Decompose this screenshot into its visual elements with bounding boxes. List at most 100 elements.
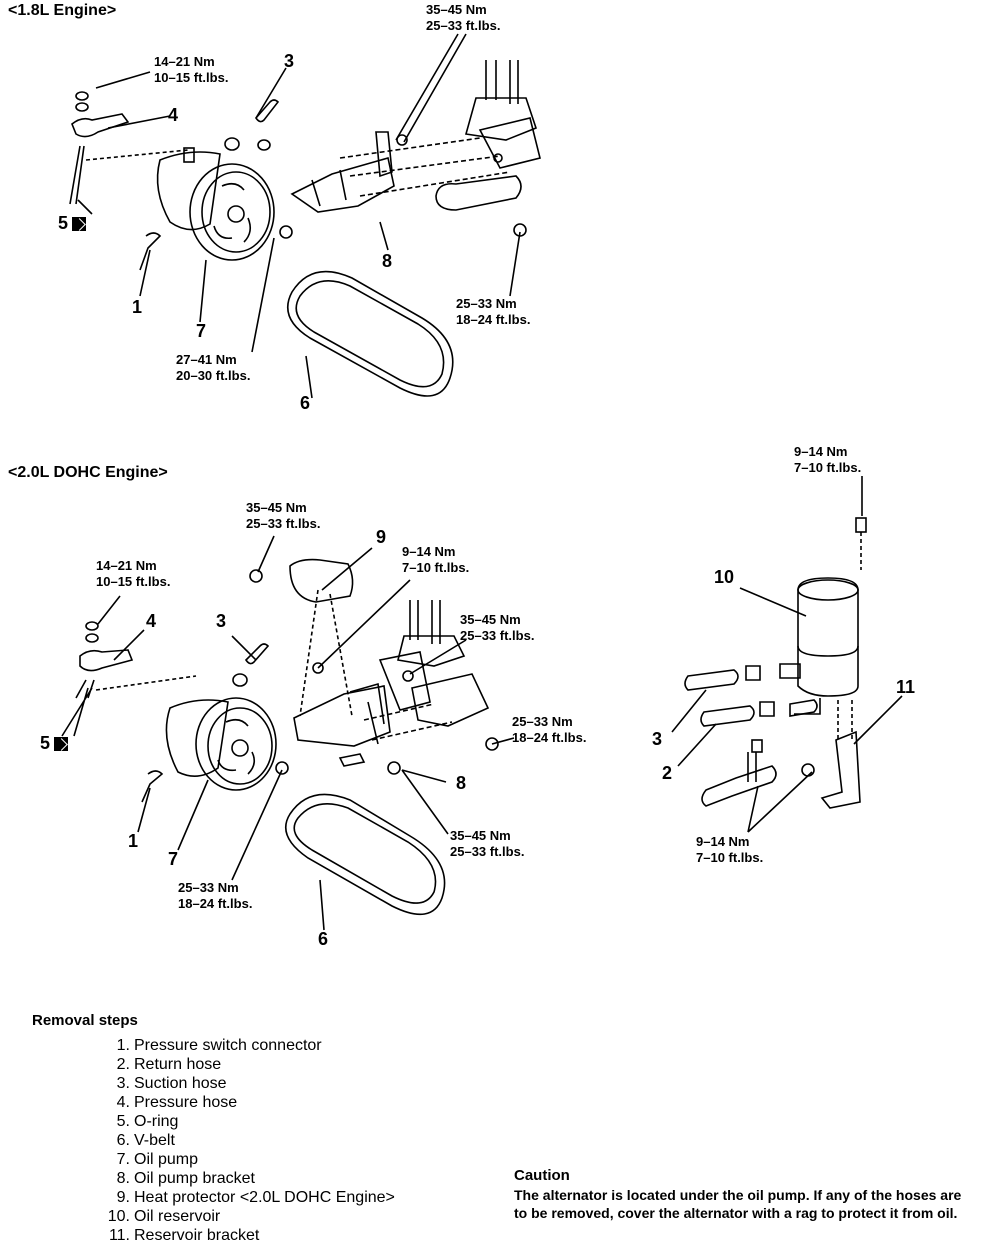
callout-3: 3 bbox=[652, 729, 663, 749]
torque-nm: 35–45 Nm bbox=[426, 2, 487, 17]
step-number: 4. bbox=[116, 1094, 130, 1111]
torque-ftlbs: 25–33 ft.lbs. bbox=[246, 516, 321, 531]
step-text: Return hose bbox=[134, 1056, 222, 1073]
step-text: Oil pump bracket bbox=[134, 1170, 255, 1187]
callout-5: 5 bbox=[58, 214, 87, 232]
torque-nm: 35–45 Nm bbox=[460, 612, 521, 627]
step-text: Pressure switch connector bbox=[134, 1037, 322, 1054]
removal-steps-title: Removal steps bbox=[32, 1012, 138, 1029]
torque-label: 27–41 Nm 20–30 ft.lbs. bbox=[176, 352, 250, 384]
pump-assembly-2-0l bbox=[61, 535, 515, 931]
callout-4: 4 bbox=[146, 611, 157, 631]
torque-ftlbs: 7–10 ft.lbs. bbox=[402, 560, 470, 575]
torque-label: 9–14 Nm 7–10 ft.lbs. bbox=[696, 834, 763, 866]
step-number: 9. bbox=[116, 1189, 130, 1206]
step-number: 5. bbox=[116, 1113, 130, 1130]
step-number: 1. bbox=[116, 1037, 130, 1054]
callout-3: 3 bbox=[216, 611, 227, 631]
step-number: 10. bbox=[107, 1208, 130, 1225]
removal-step: 11.Reservoir bracket bbox=[96, 1226, 395, 1245]
callout-2: 2 bbox=[662, 763, 673, 783]
removal-step: 1.Pressure switch connector bbox=[96, 1036, 395, 1055]
torque-label: 35–45 Nm 25–33 ft.lbs. bbox=[246, 500, 320, 532]
torque-ftlbs: 25–33 ft.lbs. bbox=[426, 18, 501, 33]
removal-step: 6.V-belt bbox=[96, 1131, 395, 1150]
step-number: 6. bbox=[116, 1132, 130, 1149]
torque-nm: 27–41 Nm bbox=[176, 352, 237, 367]
step-number: 7. bbox=[116, 1151, 130, 1168]
step-text: O-ring bbox=[134, 1113, 179, 1130]
callout-9: 9 bbox=[376, 527, 387, 547]
step-number: 3. bbox=[116, 1075, 130, 1092]
step-number: 2. bbox=[116, 1056, 130, 1073]
callout-10: 10 bbox=[714, 567, 735, 587]
callout-1: 1 bbox=[132, 297, 143, 317]
removal-step: 5.O-ring bbox=[96, 1112, 395, 1131]
removal-step: 10.Oil reservoir bbox=[96, 1207, 395, 1226]
section-title-2-0l: <2.0L DOHC Engine> bbox=[8, 464, 168, 481]
callout-1: 1 bbox=[128, 831, 139, 851]
torque-ftlbs: 18–24 ft.lbs. bbox=[178, 896, 253, 911]
torque-nm: 14–21 Nm bbox=[96, 558, 157, 573]
torque-ftlbs: 10–15 ft.lbs. bbox=[154, 70, 229, 85]
torque-ftlbs: 7–10 ft.lbs. bbox=[794, 460, 862, 475]
callout-8: 8 bbox=[456, 773, 467, 793]
removal-step: 7.Oil pump bbox=[96, 1150, 395, 1169]
removal-step: 3.Suction hose bbox=[96, 1074, 395, 1093]
torque-nm: 25–33 Nm bbox=[456, 296, 517, 311]
step-text: Pressure hose bbox=[134, 1094, 238, 1111]
step-text: Oil pump bbox=[134, 1151, 199, 1168]
torque-nm: 9–14 Nm bbox=[794, 444, 848, 459]
caution-title: Caution bbox=[514, 1167, 570, 1184]
torque-label: 9–14 Nm 7–10 ft.lbs. bbox=[402, 544, 469, 576]
callout-8: 8 bbox=[382, 251, 393, 271]
step-text: Reservoir bracket bbox=[134, 1227, 260, 1244]
step-number: 11. bbox=[108, 1227, 130, 1244]
callout-7: 7 bbox=[196, 321, 207, 341]
torque-ftlbs: 25–33 ft.lbs. bbox=[450, 844, 525, 859]
step-text: V-belt bbox=[134, 1132, 175, 1149]
removal-step: 9.Heat protector <2.0L DOHC Engine> bbox=[96, 1188, 395, 1207]
o-ring-replace-icon bbox=[72, 217, 87, 231]
caution-text: The alternator is located under the oil … bbox=[514, 1187, 962, 1221]
torque-nm: 25–33 Nm bbox=[512, 714, 573, 729]
torque-nm: 9–14 Nm bbox=[696, 834, 750, 849]
callout-3: 3 bbox=[284, 51, 295, 71]
torque-label: 9–14 Nm 7–10 ft.lbs. bbox=[794, 444, 861, 476]
torque-nm: 25–33 Nm bbox=[178, 880, 239, 895]
torque-ftlbs: 7–10 ft.lbs. bbox=[696, 850, 764, 865]
torque-label: 35–45 Nm 25–33 ft.lbs. bbox=[460, 612, 534, 644]
callout-11: 11 bbox=[896, 677, 916, 697]
o-ring-replace-icon bbox=[54, 737, 69, 751]
torque-nm: 35–45 Nm bbox=[246, 500, 307, 515]
callout-6: 6 bbox=[318, 929, 329, 949]
step-text: Oil reservoir bbox=[134, 1208, 221, 1225]
torque-label: 14–21 Nm 10–15 ft.lbs. bbox=[154, 54, 228, 86]
section-title-1-8l: <1.8L Engine> bbox=[8, 2, 117, 19]
torque-ftlbs: 25–33 ft.lbs. bbox=[460, 628, 535, 643]
torque-label: 25–33 Nm 18–24 ft.lbs. bbox=[512, 714, 586, 746]
callout-5: 5 bbox=[40, 734, 69, 752]
removal-step: 2.Return hose bbox=[96, 1055, 395, 1074]
torque-label: 25–33 Nm 18–24 ft.lbs. bbox=[456, 296, 530, 328]
torque-label: 25–33 Nm 18–24 ft.lbs. bbox=[178, 880, 252, 912]
torque-nm: 9–14 Nm bbox=[402, 544, 456, 559]
step-number: 8. bbox=[116, 1170, 130, 1187]
removal-step: 4.Pressure hose bbox=[96, 1093, 395, 1112]
pump-assembly-1-8l bbox=[69, 33, 541, 399]
torque-ftlbs: 18–24 ft.lbs. bbox=[512, 730, 587, 745]
callout-6: 6 bbox=[300, 393, 311, 413]
reservoir-assembly bbox=[671, 476, 903, 833]
callout-4: 4 bbox=[168, 105, 179, 125]
torque-ftlbs: 10–15 ft.lbs. bbox=[96, 574, 171, 589]
step-text: Heat protector <2.0L DOHC Engine> bbox=[134, 1189, 395, 1206]
callout-7: 7 bbox=[168, 849, 179, 869]
torque-label: 14–21 Nm 10–15 ft.lbs. bbox=[96, 558, 170, 590]
torque-label: 35–45 Nm 25–33 ft.lbs. bbox=[426, 2, 500, 34]
torque-nm: 35–45 Nm bbox=[450, 828, 511, 843]
torque-nm: 14–21 Nm bbox=[154, 54, 215, 69]
step-text: Suction hose bbox=[134, 1075, 227, 1092]
torque-label: 35–45 Nm 25–33 ft.lbs. bbox=[450, 828, 524, 860]
